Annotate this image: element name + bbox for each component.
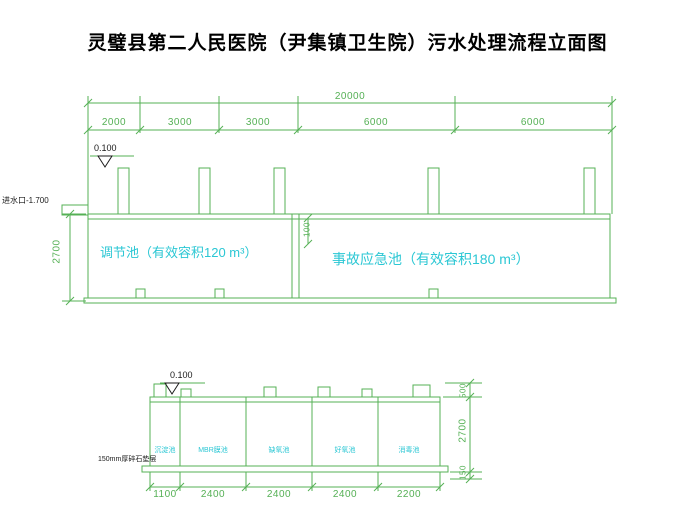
segment-dim: 6000 [520, 117, 546, 128]
tank-label: 调节池（有效容积120 m³） [100, 245, 258, 260]
elevation-label: 0.100 [94, 143, 117, 153]
bottom-segment-dim: 2400 [200, 489, 226, 500]
base-note: 150mm厚碎石垫层 [98, 456, 157, 463]
compartment-label: 好氧池 [334, 447, 356, 454]
segment-dim: 2000 [101, 117, 127, 128]
bottom-segment-dim: 2400 [266, 489, 292, 500]
height-dim: 500 [458, 383, 468, 398]
drawing-title: 灵璧县第二人民医院（尹集镇卫生院）污水处理流程立面图 [87, 33, 608, 54]
lower-view-lines [141, 378, 482, 492]
bottom-segment-dim: 2400 [332, 489, 358, 500]
bottom-segment-dim: 1100 [153, 489, 177, 500]
inlet-label: 进水口-1.700 [2, 196, 49, 205]
height-dim: 2700 [457, 418, 469, 443]
elevation-marker-icon [164, 382, 180, 395]
tank-label: 事故应急池（有效容积180 m³） [332, 251, 530, 267]
height-dim: 150 [458, 465, 468, 480]
segment-dim: 6000 [363, 117, 389, 128]
bottom-segment-dim: 2200 [396, 489, 422, 500]
elevation-marker-icon [97, 155, 113, 168]
segment-dim: 3000 [167, 117, 193, 128]
compartment-label: 沉淀池 [154, 447, 176, 454]
compartment-label: 消毒池 [398, 447, 420, 454]
elevation-label: 0.100 [170, 370, 193, 380]
total-width-dim: 20000 [334, 91, 366, 102]
segment-dim: 3000 [245, 117, 271, 128]
tank-depth-dim: 2700 [51, 239, 63, 264]
upper-view-lines [61, 96, 617, 306]
compartment-label: MBR膜池 [198, 447, 228, 454]
step-dim: 100 [302, 222, 312, 237]
compartment-label: 缺氧池 [268, 447, 290, 454]
